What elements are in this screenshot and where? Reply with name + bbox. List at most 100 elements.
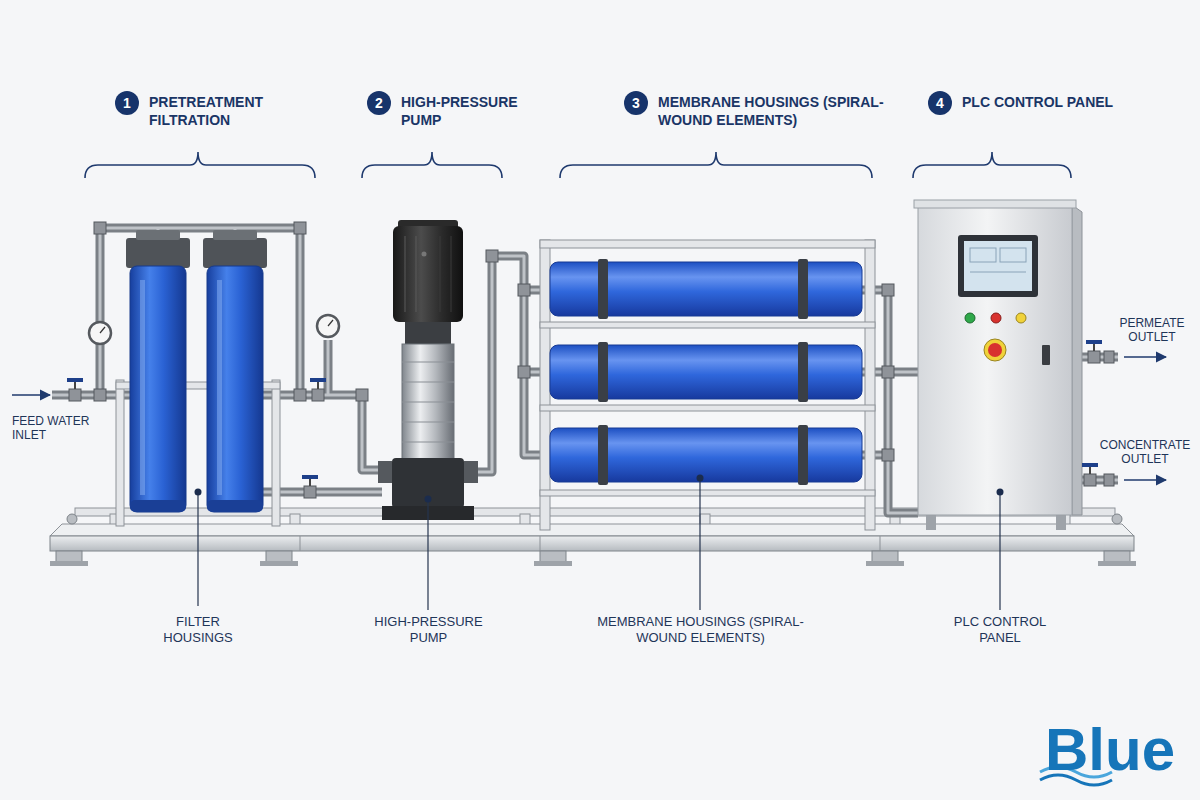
- membrane-rack: [540, 240, 875, 248]
- control-cabinet: [988, 343, 1002, 357]
- pipe-fitting: [882, 284, 894, 296]
- part-label: FILTER HOUSINGS: [150, 614, 246, 645]
- filter-housing: [207, 266, 263, 512]
- section-bracket: [85, 152, 315, 178]
- filter-housing: [126, 230, 267, 512]
- logo-swoosh: [1040, 767, 1112, 785]
- pump-unit: [402, 442, 454, 443]
- flow-label: FEED WATER INLET: [12, 414, 107, 443]
- section-bracket: [362, 152, 502, 178]
- flow-label: PERMEATE OUTLET: [1112, 316, 1192, 345]
- flow-arrow: [1124, 479, 1166, 481]
- pipe-fitting: [1104, 351, 1114, 363]
- pump-unit: [402, 344, 454, 462]
- membrane-rack: [540, 322, 875, 328]
- callout-badge: 4PLC CONTROL PANEL: [928, 91, 952, 115]
- control-cabinet: [918, 205, 1072, 515]
- skid-frame: [880, 536, 881, 551]
- pipe-fitting: [1104, 474, 1114, 486]
- callout-number: 1: [115, 91, 139, 115]
- filter-housing: [213, 230, 257, 240]
- section-heading: PLC CONTROL PANEL: [962, 93, 1172, 111]
- skid-frame: [1098, 561, 1136, 566]
- section-bracket: [560, 152, 872, 178]
- section-bracket: [913, 152, 1071, 178]
- control-cabinet: [970, 248, 996, 262]
- pipe-fitting: [882, 449, 894, 461]
- skid-frame: [50, 508, 1136, 566]
- control-cabinet: [958, 235, 1038, 297]
- pipework: [476, 256, 550, 472]
- leader-line: [699, 478, 700, 610]
- control-cabinet: [970, 272, 1026, 273]
- pipe-fitting: [94, 389, 106, 401]
- skid-frame: [50, 536, 1134, 551]
- pipe-fitting: [518, 284, 530, 296]
- ball-valve: [1093, 343, 1095, 351]
- pump-unit: [378, 220, 478, 520]
- part-label: PLC CONTROL PANEL: [945, 614, 1055, 645]
- filter-housing: [130, 500, 186, 512]
- flow-arrow: [1124, 356, 1166, 358]
- pipe-fitting: [94, 222, 106, 234]
- membrane-rack: [865, 240, 875, 530]
- pressure-gauge: [89, 322, 111, 344]
- skid-frame: [866, 561, 904, 566]
- pump-unit: [402, 362, 454, 363]
- membrane-housing: [798, 259, 808, 319]
- pipe-fitting: [518, 366, 530, 378]
- ball-valve: [69, 389, 81, 401]
- pipework: [476, 256, 550, 472]
- skid-frame: [534, 561, 572, 566]
- leader-line: [997, 489, 1004, 496]
- pump-unit: [416, 236, 417, 312]
- section-heading: PRETREATMENT FILTRATION: [149, 93, 289, 129]
- leader-line: [197, 492, 198, 606]
- ball-valve: [1088, 351, 1100, 363]
- callout-badge: 2HIGH-PRESSURE PUMP: [367, 91, 391, 115]
- pump-unit: [402, 402, 454, 403]
- control-cabinet: [991, 313, 1001, 323]
- leader-line: [195, 475, 1004, 611]
- membrane-housing: [598, 425, 608, 485]
- pump-unit: [402, 422, 454, 423]
- filter-frame: [272, 380, 280, 526]
- skid-frame: [67, 514, 77, 524]
- pressure-gauge: [89, 315, 339, 344]
- membrane-housing: [598, 259, 608, 319]
- filter-housing: [217, 280, 222, 495]
- skid-frame: [50, 524, 1134, 536]
- membrane-housing: [550, 262, 862, 316]
- pressure-gauge: [317, 315, 339, 337]
- pipe-fitting: [882, 366, 894, 378]
- pipework: [324, 340, 333, 395]
- membrane-housing: [798, 342, 808, 402]
- part-label: MEMBRANE HOUSINGS (SPIRAL-WOUND ELEMENTS…: [593, 614, 808, 645]
- pressure-gauge: [100, 327, 105, 333]
- control-cabinet: [1000, 248, 1026, 262]
- filter-housing: [126, 238, 190, 268]
- logo-swoosh: [1040, 775, 1112, 785]
- ball-valve: [74, 381, 76, 389]
- pressure-gauge: [328, 320, 333, 326]
- skid-frame: [300, 536, 301, 551]
- pump-unit: [405, 322, 451, 344]
- section-heading: HIGH-PRESSURE PUMP: [401, 93, 546, 129]
- control-cabinet: [914, 200, 1076, 208]
- part-label: HIGH-PRESSURE PUMP: [366, 614, 491, 645]
- ball-valve: [309, 478, 311, 486]
- pump-unit: [393, 226, 463, 322]
- ball-valve: [1084, 474, 1096, 486]
- skid-frame: [540, 536, 541, 551]
- control-cabinet: [965, 313, 975, 323]
- flow-arrow: [12, 357, 1166, 480]
- pump-unit: [402, 382, 454, 383]
- control-cabinet: [914, 200, 1082, 530]
- skid-frame: [1112, 514, 1122, 524]
- membrane-housing: [550, 428, 862, 482]
- control-cabinet: [964, 241, 1032, 291]
- skid-frame: [50, 561, 88, 566]
- leader-line: [195, 489, 202, 496]
- filter-frame: [116, 380, 124, 526]
